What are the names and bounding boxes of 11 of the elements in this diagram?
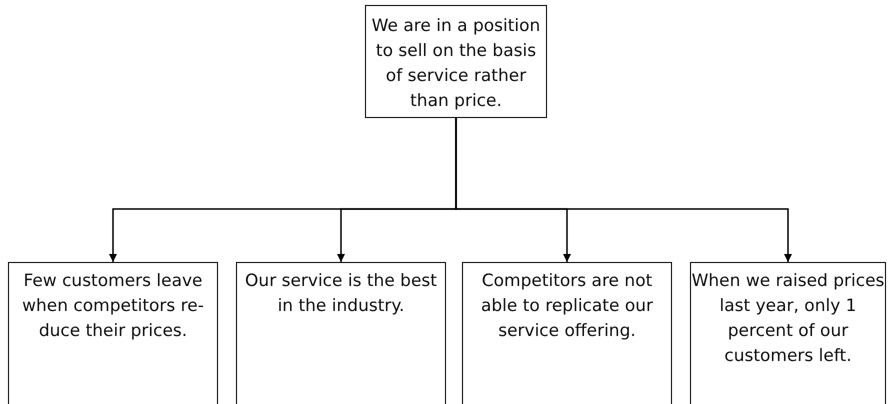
box-text: Competitors are not able to replicate our service offering. — [480, 270, 654, 343]
box-text: Our service is the best in the industry. — [244, 270, 438, 318]
text-box — [236, 262, 446, 404]
text-box — [690, 262, 886, 404]
text-box — [365, 5, 547, 118]
box-text: Few customers leave when competitors re- duce their prices. — [21, 270, 205, 343]
box-text: We are in a position to sell on the basis of service rather than price. — [370, 15, 542, 113]
arrow — [455, 118, 792, 262]
text-box — [462, 262, 672, 404]
text-box — [8, 262, 218, 404]
box-text: When we raised prices last year, only 1 percent of our customers left. — [691, 270, 885, 368]
